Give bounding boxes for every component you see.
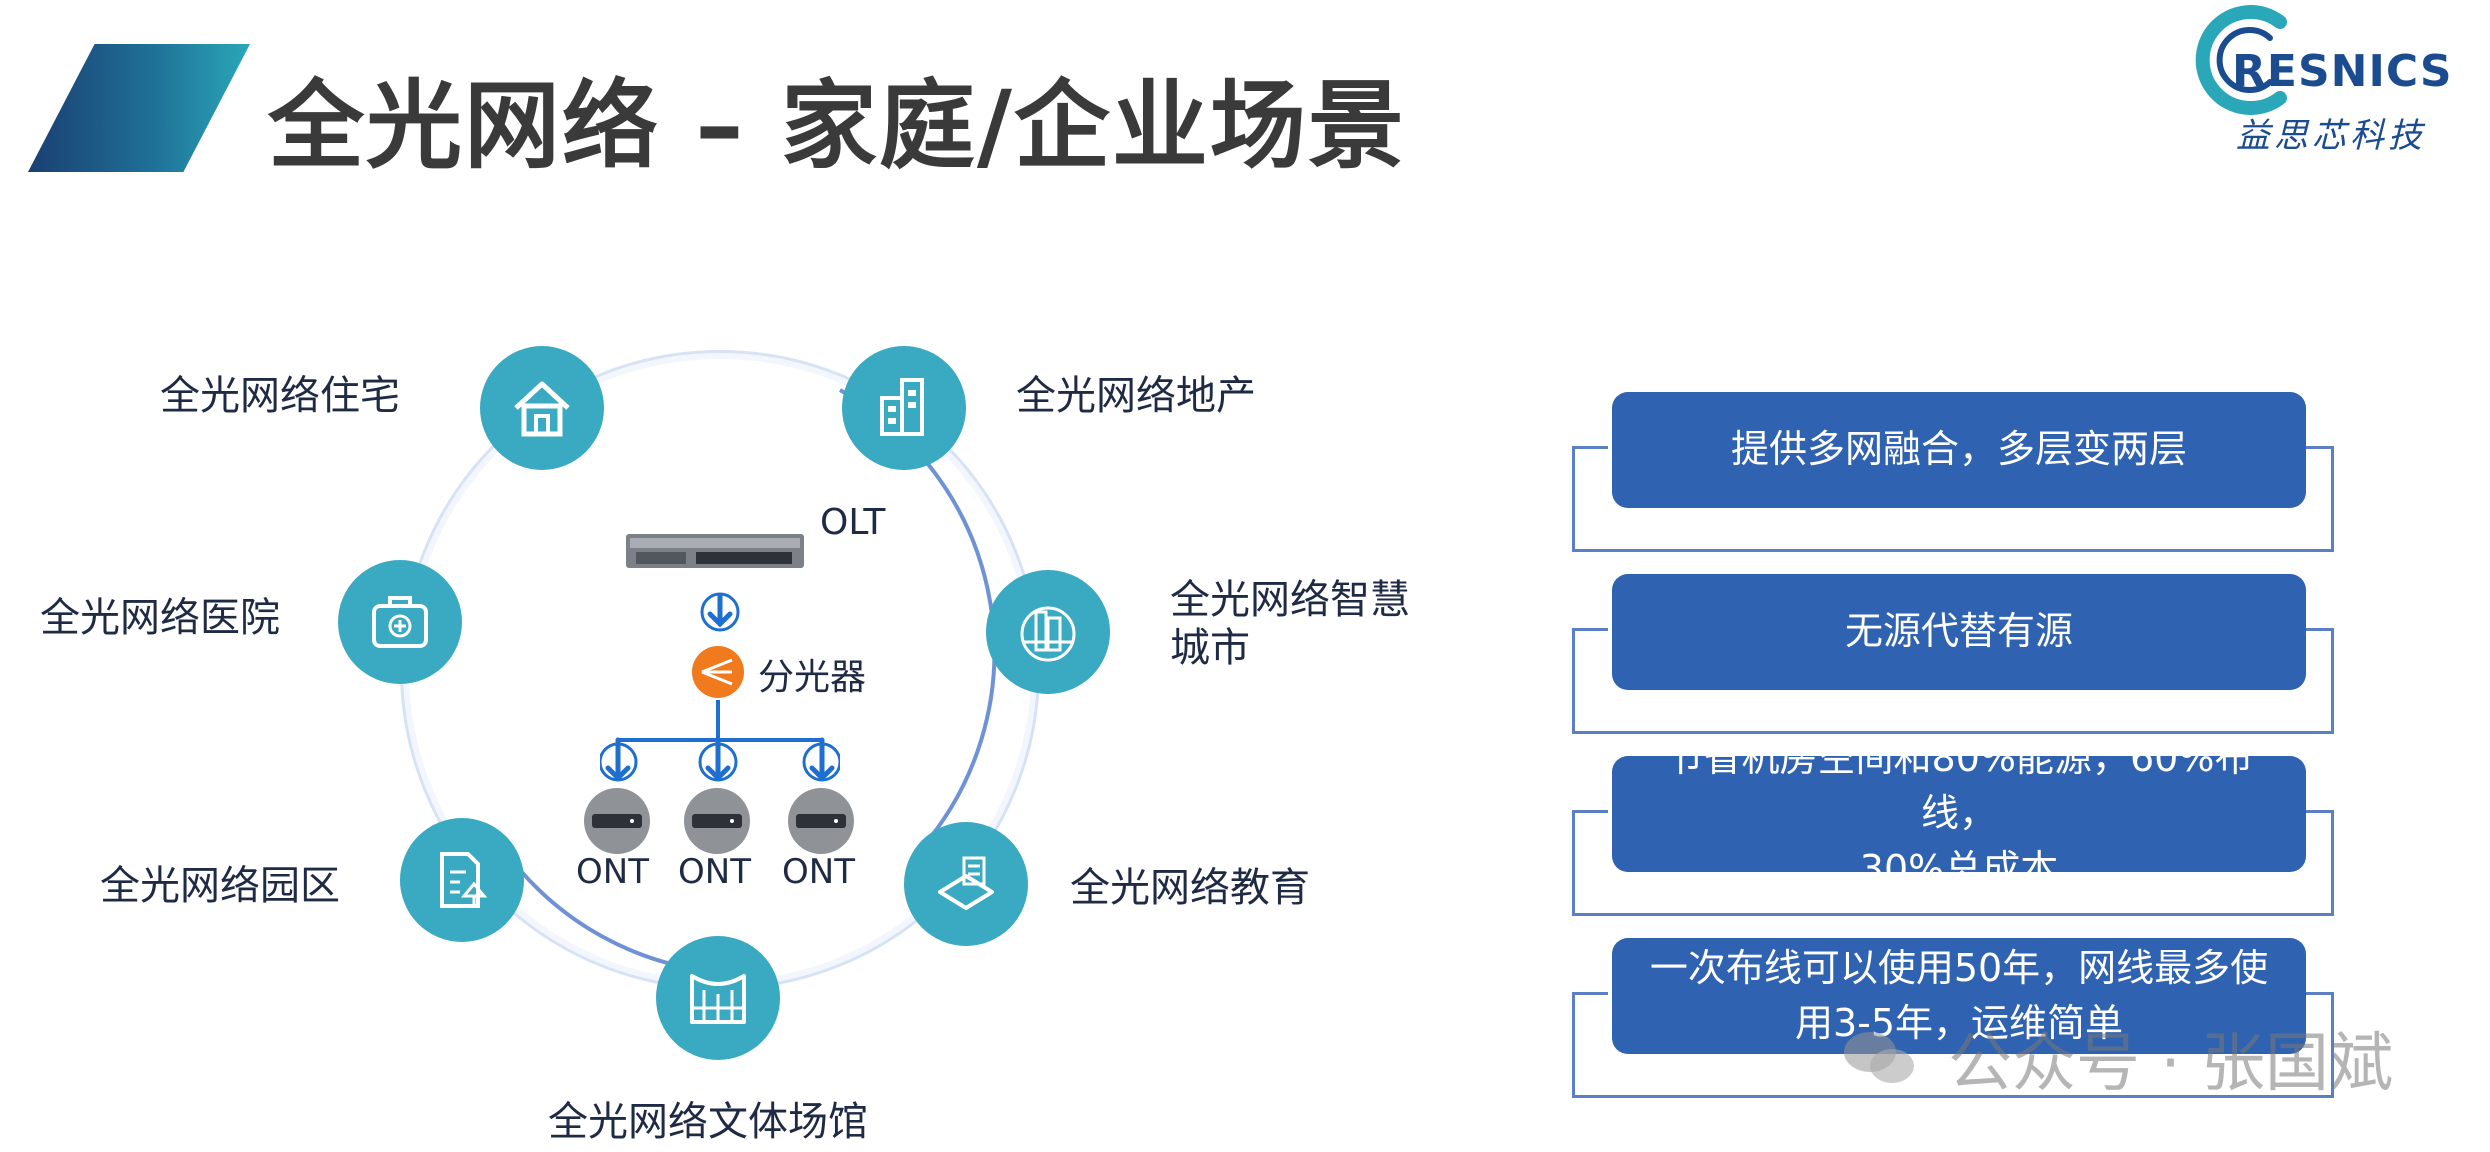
medical-kit-icon <box>372 596 428 648</box>
logo-brand-cn: 益思芯科技 <box>2236 116 2426 156</box>
smart-city-label: 全光网络智慧 城市 <box>1170 577 1410 671</box>
watermark: 公众号 · 张国斌 <box>1840 1012 2393 1104</box>
feature-text: 提供多网融合，多层变两层 <box>1612 392 2306 508</box>
splitter-icon <box>692 646 744 698</box>
stadium-label: 全光网络文体场馆 <box>548 1099 868 1145</box>
logo-brand: RESNICS <box>2232 46 2453 97</box>
feature-outline <box>1572 992 2334 1098</box>
feature-box: 无源代替有源 <box>1572 574 2334 734</box>
olt-device-icon <box>626 534 804 568</box>
splitter-branch-lines <box>600 700 840 782</box>
feature-text: 一次布线可以使用50年，网线最多使 用3-5年，运维简单 <box>1612 938 2306 1054</box>
company-logo: RESNICS 益思芯科技 <box>2180 0 2480 160</box>
hospital-label: 全光网络医院 <box>40 595 280 641</box>
branch-arrow-icon <box>698 737 738 782</box>
campus-label: 全光网络园区 <box>100 863 340 909</box>
olt-label: OLT <box>820 502 886 543</box>
campus-node <box>400 818 524 942</box>
campus-icon <box>440 852 488 908</box>
branch-arrow-icon <box>600 737 638 782</box>
real-estate-node <box>842 346 966 470</box>
ont-label: ONT <box>678 852 751 892</box>
ont-device-icon <box>584 788 650 854</box>
feature-box: 提供多网融合，多层变两层 <box>1572 392 2334 552</box>
education-icon <box>938 856 994 910</box>
feature-outline <box>1572 446 2334 552</box>
feature-box: 一次布线可以使用50年，网线最多使 用3-5年，运维简单 <box>1572 938 2334 1098</box>
wechat-icon <box>1844 1032 1914 1083</box>
real-estate-label: 全光网络地产 <box>1016 373 1256 419</box>
education-label: 全光网络教育 <box>1070 865 1310 911</box>
education-node <box>904 822 1028 946</box>
feature-text: 无源代替有源 <box>1612 574 2306 690</box>
stadium-node <box>656 936 780 1060</box>
branch-arrow-icon <box>802 737 840 782</box>
residence-label: 全光网络住宅 <box>160 373 400 419</box>
ont-device-icon <box>684 788 750 854</box>
feature-outline <box>1572 810 2334 916</box>
splitter-label: 分光器 <box>758 657 867 698</box>
building-icon <box>880 378 924 436</box>
feature-text: 节省机房空间和80%能源，60%布线， 30%总成本 <box>1612 736 2306 891</box>
smart-city-icon <box>1020 606 1076 662</box>
smart-city-node <box>986 570 1110 694</box>
feature-outline <box>1572 628 2334 734</box>
ont-label: ONT <box>782 852 855 892</box>
residence-node <box>480 346 604 470</box>
hospital-node <box>338 560 462 684</box>
title-accent-bar <box>28 44 250 172</box>
down-arrow-icon <box>700 592 740 632</box>
page-title: 全光网络 – 家庭/企业场景 <box>268 70 1406 182</box>
stadium-icon <box>690 974 746 1024</box>
ont-label: ONT <box>576 852 649 892</box>
feature-box: 节省机房空间和80%能源，60%布线， 30%总成本 <box>1572 736 2334 916</box>
logo-arc-icon <box>2195 5 2287 115</box>
ont-device-icon <box>788 788 854 854</box>
house-icon <box>514 381 570 437</box>
watermark-text: 公众号 · 张国斌 <box>1948 1027 2394 1101</box>
